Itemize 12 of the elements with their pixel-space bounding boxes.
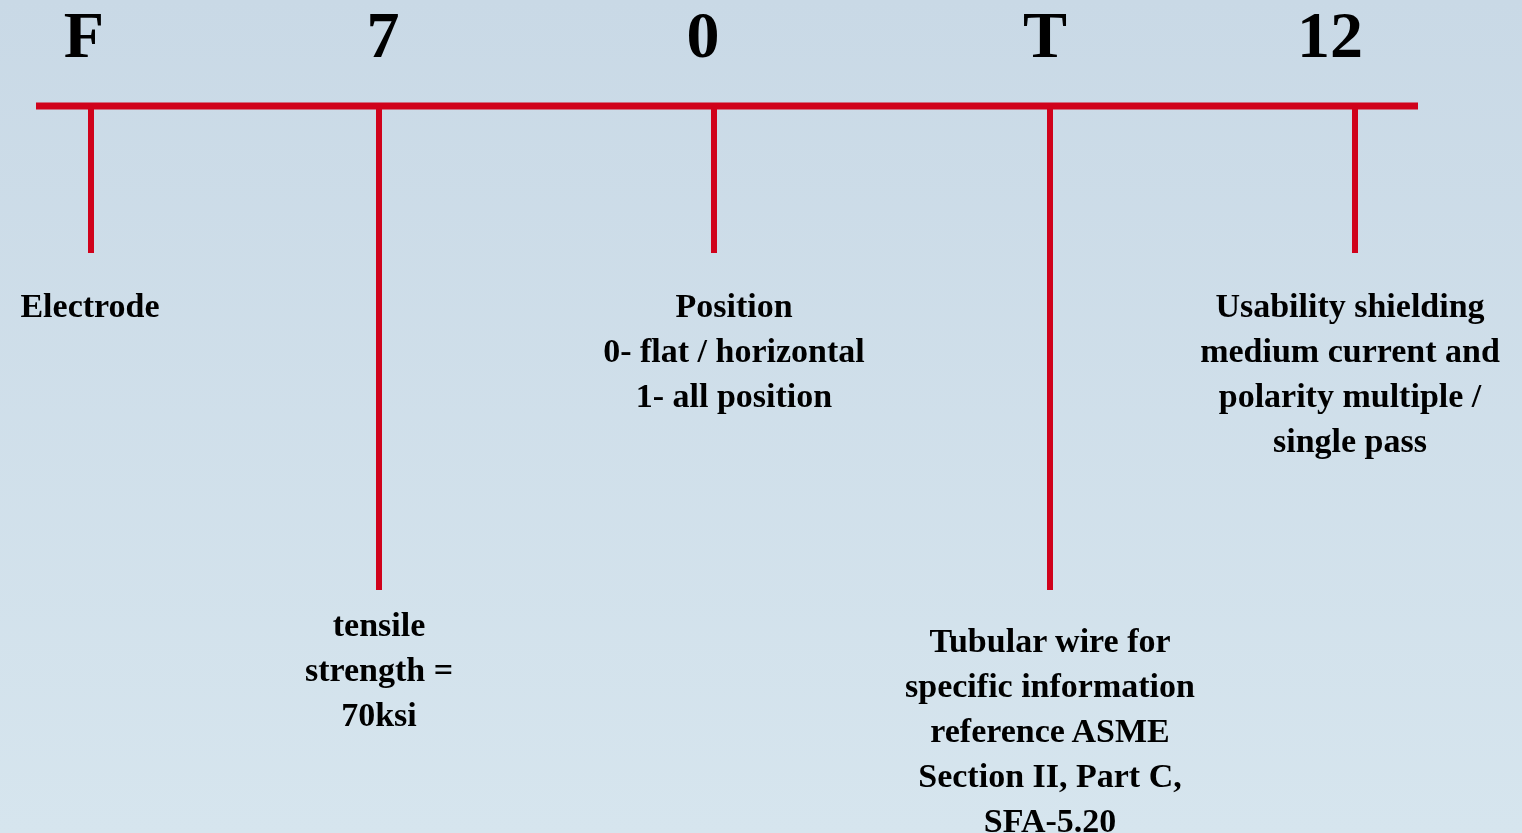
description-text: 0- flat / horizontal — [602, 331, 866, 371]
description-text: Tubular wire for specific information reference ASME Section II, Part C, SFA-5.20 — [904, 621, 1196, 833]
code-letter: 7 — [365, 0, 401, 70]
description-text: tensile strength = 70ksi — [304, 605, 454, 735]
code-letter: T — [1022, 0, 1068, 70]
code-letter: F — [62, 0, 106, 70]
description-text: Electrode — [19, 286, 161, 326]
code-letter: 12 — [1296, 0, 1364, 70]
description-text: 1- all position — [634, 376, 834, 416]
description-text: Usability shielding medium current and polarity multiple / single pass — [1199, 286, 1501, 461]
description-text: Position — [674, 286, 794, 326]
code-letter: 0 — [685, 0, 721, 70]
